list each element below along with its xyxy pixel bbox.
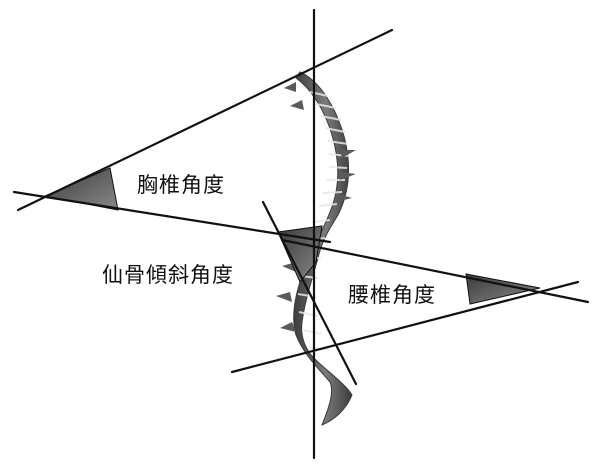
- lower-thoracic-line: [14, 192, 330, 242]
- sacral-slope-label: 仙骨傾斜角度: [102, 262, 234, 288]
- lumbar-angle-label: 腰椎角度: [348, 282, 436, 308]
- spinous-processes: [276, 82, 356, 332]
- vertebrae-segments: [298, 92, 348, 350]
- thoracic-angle-label: 胸椎角度: [137, 172, 225, 198]
